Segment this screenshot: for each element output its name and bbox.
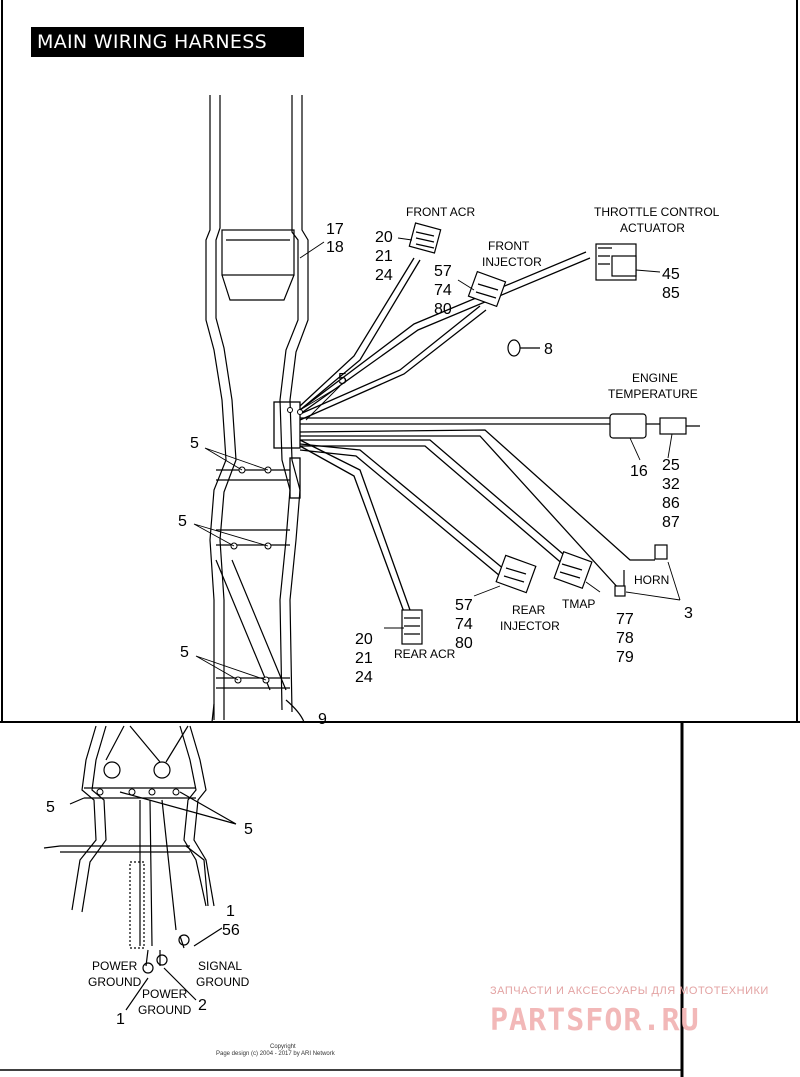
callout-18: 18 bbox=[326, 239, 344, 256]
label-throttle-1: THROTTLE CONTROL bbox=[594, 205, 720, 219]
rear-acr-connector bbox=[401, 609, 423, 645]
ground-detail-inset bbox=[43, 725, 237, 1011]
label-power-ground-left-2: GROUND bbox=[88, 975, 142, 989]
callout-front-inj-a: 57 bbox=[434, 263, 452, 280]
callout-tmap-b: 78 bbox=[616, 630, 634, 647]
callout-2: 2 bbox=[198, 997, 207, 1014]
callout-tmap-c: 79 bbox=[616, 649, 634, 666]
watermark: ЗАПЧАСТИ И АКСЕССУАРЫ ДЛЯ МОТОТЕХНИКИ PA… bbox=[490, 985, 769, 1038]
callout-5-mid: 5 bbox=[178, 513, 187, 530]
callout-front-acr-a: 20 bbox=[375, 229, 393, 246]
callout-16: 16 bbox=[630, 463, 648, 480]
label-engine-temp-1: ENGINE bbox=[632, 371, 678, 385]
callout-tmap-a: 77 bbox=[616, 611, 634, 628]
label-throttle-2: ACTUATOR bbox=[620, 221, 685, 235]
leader-lines bbox=[193, 237, 681, 681]
engine-temp-sensor bbox=[609, 413, 700, 439]
callout-8: 8 bbox=[544, 341, 553, 358]
callout-front-acr-c: 24 bbox=[375, 267, 393, 284]
front-acr-connector bbox=[408, 222, 442, 254]
footer-page-design: Page design (c) 2004 - 2017 by ARI Netwo… bbox=[216, 1051, 336, 1057]
callout-rear-inj-b: 74 bbox=[455, 616, 473, 633]
callout-rear-inj-a: 57 bbox=[455, 597, 473, 614]
callout-rear-acr-b: 21 bbox=[355, 650, 373, 667]
callout-5-bottom-right: 5 bbox=[244, 821, 253, 838]
label-rear-injector-2: INJECTOR bbox=[500, 619, 560, 633]
callout-rear-acr-c: 24 bbox=[355, 669, 373, 686]
label-engine-temp-2: TEMPERATURE bbox=[608, 387, 698, 401]
callout-5-harness: 5 bbox=[338, 371, 347, 388]
callout-temp-c: 86 bbox=[662, 495, 680, 512]
callout-9: 9 bbox=[318, 711, 327, 728]
label-signal-ground-1: SIGNAL bbox=[198, 959, 242, 973]
label-front-acr: FRONT ACR bbox=[406, 205, 475, 219]
inset-clamps bbox=[96, 788, 180, 796]
callout-numbers: 17 18 20 21 24 57 74 80 45 85 8 5 5 5 5 … bbox=[46, 221, 693, 1028]
callout-signal-a: 1 bbox=[226, 903, 235, 920]
diagram-title: MAIN WIRING HARNESS bbox=[31, 27, 304, 57]
callout-front-acr-b: 21 bbox=[375, 248, 393, 265]
label-horn: HORN bbox=[634, 573, 669, 587]
callout-5-bottom-left: 5 bbox=[46, 799, 55, 816]
label-power-ground-center-1: POWER bbox=[142, 987, 188, 1001]
callout-signal-b: 56 bbox=[222, 922, 240, 939]
label-power-ground-left-1: POWER bbox=[92, 959, 138, 973]
watermark-line1: ЗАПЧАСТИ И АКСЕССУАРЫ ДЛЯ МОТОТЕХНИКИ bbox=[490, 985, 769, 997]
callout-3: 3 bbox=[684, 605, 693, 622]
throttle-actuator-connector bbox=[595, 243, 637, 281]
label-front-injector-1: FRONT bbox=[488, 239, 530, 253]
harness-bundle bbox=[273, 251, 655, 613]
motorcycle-frame bbox=[205, 95, 309, 723]
grommet-8 bbox=[507, 339, 540, 357]
tmap-connector bbox=[553, 550, 593, 590]
component-labels: FRONT ACR FRONT INJECTOR THROTTLE CONTRO… bbox=[88, 205, 720, 1017]
callout-1: 1 bbox=[116, 1011, 125, 1028]
rear-injector-connector bbox=[495, 554, 537, 594]
label-front-injector-2: INJECTOR bbox=[482, 255, 542, 269]
callout-front-inj-b: 74 bbox=[434, 282, 452, 299]
callout-throttle-b: 85 bbox=[662, 285, 680, 302]
callout-temp-a: 25 bbox=[662, 457, 680, 474]
label-rear-acr: REAR ACR bbox=[394, 647, 456, 661]
callout-5-upper: 5 bbox=[190, 435, 199, 452]
label-rear-injector-1: REAR bbox=[512, 603, 546, 617]
callout-17: 17 bbox=[326, 221, 344, 238]
callout-temp-d: 87 bbox=[662, 514, 680, 531]
callout-rear-inj-c: 80 bbox=[455, 635, 473, 652]
callout-temp-b: 32 bbox=[662, 476, 680, 493]
label-power-ground-center-2: GROUND bbox=[138, 1003, 192, 1017]
callout-throttle-a: 45 bbox=[662, 266, 680, 283]
label-signal-ground-2: GROUND bbox=[196, 975, 250, 989]
footer-copyright: Copyright bbox=[270, 1044, 296, 1050]
horn-connectors bbox=[614, 544, 668, 597]
footer: Copyright Page design (c) 2004 - 2017 by… bbox=[216, 1044, 336, 1057]
callout-front-inj-c: 80 bbox=[434, 301, 452, 318]
watermark-logo: PARTSFOR.RU bbox=[490, 1003, 700, 1038]
callout-5-lower: 5 bbox=[180, 644, 189, 661]
callout-rear-acr-a: 20 bbox=[355, 631, 373, 648]
label-tmap: TMAP bbox=[562, 597, 595, 611]
front-injector-connector bbox=[467, 270, 507, 308]
